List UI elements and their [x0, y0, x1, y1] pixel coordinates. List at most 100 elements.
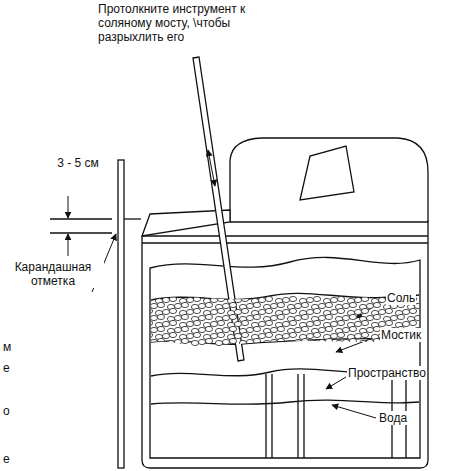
salt-pebble: [325, 314, 332, 319]
salt-pebble: [186, 297, 193, 302]
salt-pebble: [335, 340, 342, 345]
salt-pebble: [294, 303, 301, 308]
text-fragment: е: [2, 361, 11, 375]
salt-pebble: [330, 297, 337, 302]
salt-pebble: [205, 338, 212, 343]
salt-pebble: [366, 339, 373, 344]
salt-pebble: [402, 321, 409, 326]
salt-pebble: [150, 339, 157, 344]
salt-pebble: [289, 320, 296, 325]
salt-pebble: [258, 297, 265, 302]
salt-pebble: [265, 308, 272, 313]
callout-label: Карандашная отметка: [2, 260, 104, 288]
salt-pebble: [241, 332, 248, 337]
salt-pebble: [265, 332, 272, 337]
salt-pebble: [397, 314, 404, 319]
salt-pebble: [318, 303, 325, 308]
salt-pebble: [157, 314, 164, 319]
tank: [50, 57, 428, 468]
salt-pebble: [378, 321, 385, 326]
salt-pebble: [169, 296, 176, 301]
salt-pebble: [229, 302, 236, 307]
salt-pebble: [342, 327, 349, 332]
salt-pebble: [294, 327, 301, 332]
salt-pebble: [306, 333, 313, 338]
salt-pebble: [234, 333, 241, 338]
salt-pebble: [181, 338, 188, 343]
salt-pebble: [217, 308, 224, 313]
salt-pebble: [145, 296, 152, 301]
salt-pebble: [282, 321, 289, 326]
salt-pebble: [174, 339, 181, 344]
salt-pebble: [241, 308, 248, 313]
salt-pebble: [162, 297, 169, 302]
salt-pebble: [301, 314, 308, 319]
salt-pebble: [409, 308, 416, 313]
salt-pebble: [258, 321, 265, 326]
text-fragment: е: [2, 452, 11, 466]
salt-pebble: [222, 303, 229, 308]
salt-pebble: [217, 296, 224, 301]
salt-pebble: [325, 338, 332, 343]
salt-pebble: [162, 309, 169, 314]
salt-pebble: [263, 340, 270, 345]
salt-pebble: [354, 309, 361, 314]
salt-pebble: [289, 308, 296, 313]
salt-pebble: [198, 303, 205, 308]
salt-pebble: [277, 302, 284, 307]
salt-pebble: [359, 340, 366, 345]
salt-pebble: [361, 296, 368, 301]
salt-pebble: [349, 338, 356, 343]
salt-pebble: [229, 314, 236, 319]
salt-pebble: [205, 326, 212, 331]
salt-pebble: [385, 308, 392, 313]
salt-pebble: [361, 320, 368, 325]
text-fragment: о: [2, 404, 11, 418]
salt-pebble: [181, 302, 188, 307]
salt-pebble: [253, 314, 260, 319]
salt-pebble: [169, 320, 176, 325]
salt-pebble: [258, 309, 265, 314]
salt-pebble: [162, 321, 169, 326]
salt-pebble: [378, 297, 385, 302]
salt-pebble: [186, 309, 193, 314]
salt-pebble: [414, 315, 421, 320]
salt-pebble: [150, 327, 157, 332]
salt-pebble: [253, 326, 260, 331]
salt-pebble: [337, 308, 344, 313]
salt-pebble: [337, 296, 344, 301]
salt-pebble: [349, 302, 356, 307]
salt-pebble: [198, 339, 205, 344]
salt-pebble: [270, 315, 277, 320]
salt-pebble: [186, 333, 193, 338]
salt-pebble: [210, 321, 217, 326]
salt-pebble: [337, 320, 344, 325]
salt-pebble: [313, 320, 320, 325]
salt-pebble: [167, 340, 174, 345]
salt-pebble: [270, 327, 277, 332]
salt-pebble: [210, 309, 217, 314]
salt-pebble: [241, 320, 248, 325]
salt-pebble: [282, 297, 289, 302]
salt-pebble: [234, 309, 241, 314]
salt-pebble: [229, 326, 236, 331]
salt-pebble: [217, 320, 224, 325]
salt-pebble: [234, 297, 241, 302]
salt-pebble: [325, 302, 332, 307]
salt-pebble: [294, 315, 301, 320]
salt-pebble: [366, 315, 373, 320]
salt-pebble: [313, 308, 320, 313]
salt-pebbles: [145, 296, 421, 345]
salt-pebble: [145, 332, 152, 337]
salt-pebble: [313, 296, 320, 301]
salt-pebble: [205, 314, 212, 319]
salt-pebble: [210, 333, 217, 338]
part-label: Мостик: [380, 328, 422, 342]
part-label: Пространство: [347, 366, 427, 380]
salt-pebble: [313, 332, 320, 337]
salt-pebble: [318, 315, 325, 320]
salt-pebble: [150, 315, 157, 320]
salt-pebble: [311, 340, 318, 345]
salt-pebble: [241, 296, 248, 301]
